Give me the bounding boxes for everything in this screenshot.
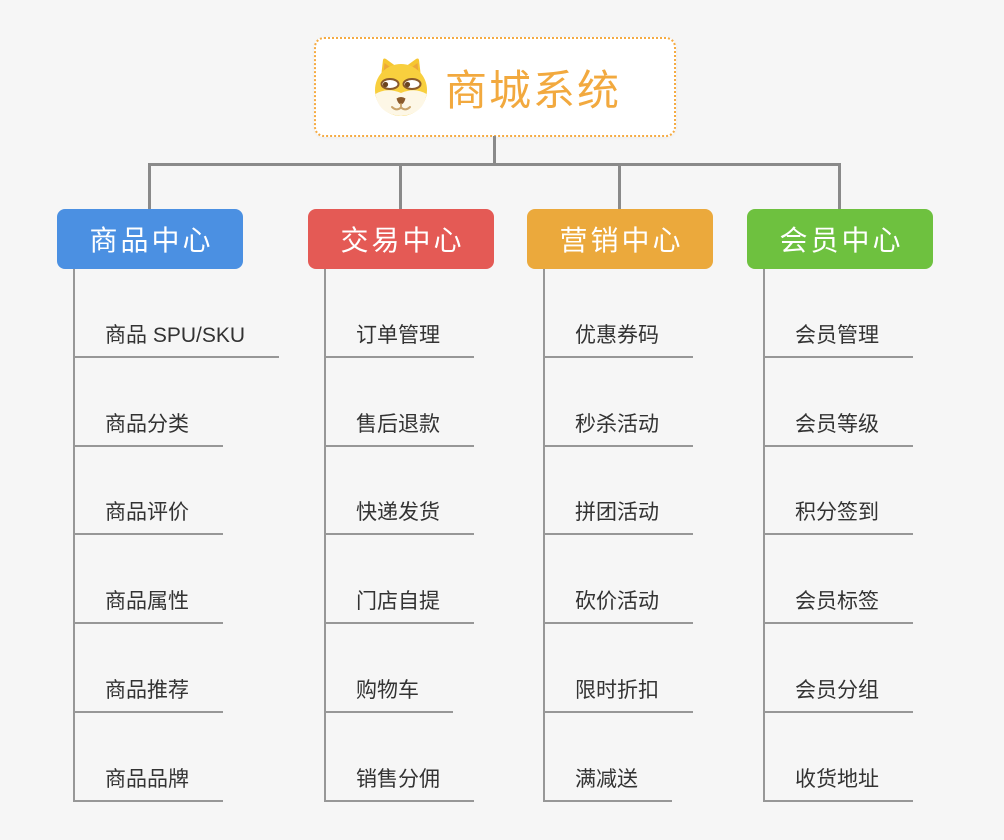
category-node-1[interactable]: 商品中心 [57,209,243,269]
category-node-4[interactable]: 会员中心 [747,209,933,269]
topic-item[interactable]: 砍价活动 [543,588,693,624]
connector-root-drop [493,136,496,164]
branch-2: 交易中心 订单管理售后退款快递发货门店自提购物车销售分佣 [308,209,494,802]
category-label: 营销中心 [559,225,684,256]
branch-items: 优惠券码秒杀活动拼团活动砍价活动限时折扣满减送 [527,209,713,802]
branch-items: 会员管理会员等级积分签到会员标签会员分组收货地址 [747,209,933,802]
connector-bus [148,163,841,166]
topic-item[interactable]: 门店自提 [324,588,474,624]
topic-item[interactable]: 会员管理 [763,322,913,358]
category-label: 会员中心 [779,225,904,256]
connector-drop-branch-1 [148,165,151,210]
topic-item[interactable]: 会员等级 [763,411,913,447]
branch-4: 会员中心 会员管理会员等级积分签到会员标签会员分组收货地址 [747,209,933,802]
root-node-mall-system[interactable]: 商城系统 [314,37,676,137]
dog-face-icon [374,58,427,116]
topic-item[interactable]: 积分签到 [763,499,913,535]
topic-item[interactable]: 拼团活动 [543,499,693,535]
branch-1: 商品中心 商品 SPU/SKU 商品分类商品评价商品属性商品推荐商品品牌 [57,209,280,802]
topic-item[interactable]: 快递发货 [324,499,474,535]
branch-rail-line [73,269,75,801]
connector-drop-branch-4 [838,165,841,210]
topic-item[interactable]: 满减送 [543,766,672,802]
topic-item[interactable]: 商品属性 [73,588,223,624]
topic-item[interactable]: 收货地址 [763,766,913,802]
topic-item[interactable]: 会员标签 [763,588,913,624]
branch-rail-line [324,269,326,801]
topic-item[interactable]: 商品品牌 [73,766,223,802]
topic-item[interactable]: 会员分组 [763,677,913,713]
branch-rail-line [543,269,545,801]
topic-item[interactable]: 订单管理 [324,322,474,358]
category-label: 商品中心 [89,225,214,256]
topic-item[interactable]: 销售分佣 [324,766,474,802]
branch-3: 营销中心 优惠券码秒杀活动拼团活动砍价活动限时折扣满减送 [527,209,713,802]
category-node-3[interactable]: 营销中心 [527,209,713,269]
root-title: 商城系统 [444,66,621,114]
branch-items: 商品 SPU/SKU 商品分类商品评价商品属性商品推荐商品品牌 [57,209,280,802]
connector-drop-branch-2 [399,165,402,210]
connector-drop-branch-3 [618,165,621,210]
topic-item[interactable]: 优惠券码 [543,322,693,358]
topic-item[interactable]: 商品评价 [73,499,223,535]
topic-item[interactable]: 售后退款 [324,411,474,447]
topic-item[interactable]: 商品 SPU/SKU [73,322,280,358]
topic-item[interactable]: 商品推荐 [73,677,223,713]
category-label: 交易中心 [340,225,465,256]
topic-item[interactable]: 购物车 [324,677,453,713]
topic-item[interactable]: 商品分类 [73,411,223,447]
branch-rail-line [763,269,765,801]
topic-item[interactable]: 限时折扣 [543,677,693,713]
category-node-2[interactable]: 交易中心 [308,209,494,269]
topic-item[interactable]: 秒杀活动 [543,411,693,447]
branch-items: 订单管理售后退款快递发货门店自提购物车销售分佣 [308,209,494,802]
